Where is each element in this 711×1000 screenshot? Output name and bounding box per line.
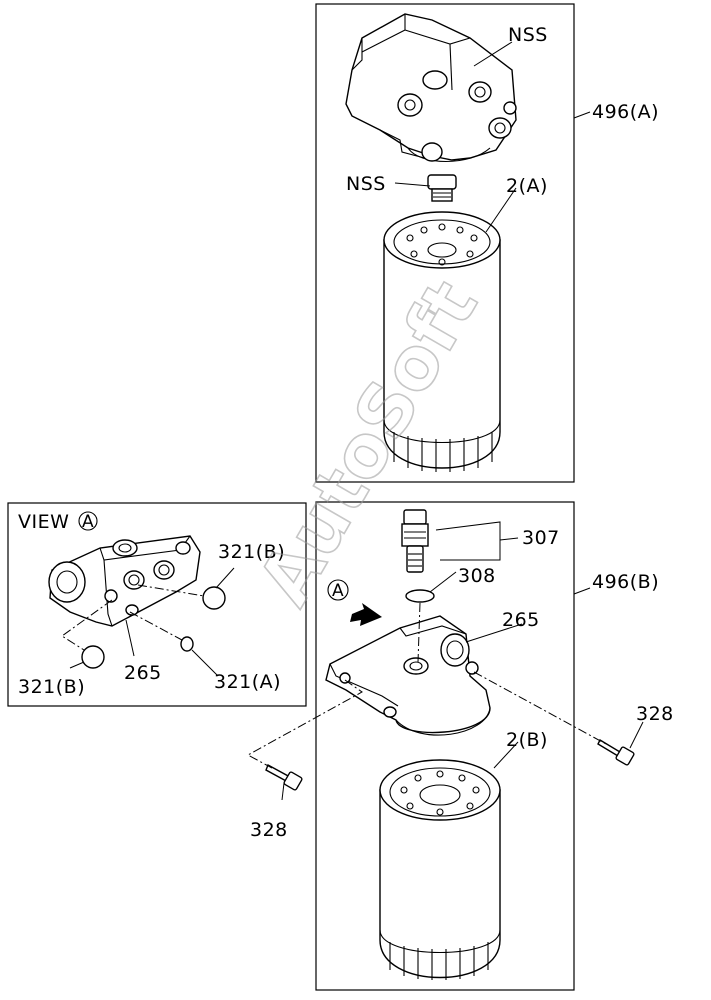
filter-cartridge-a: [383, 211, 501, 472]
label-265-view: 265: [124, 662, 162, 684]
label-bolt-328-left: 328: [250, 819, 288, 841]
oring-321b-view-bottom: [81, 645, 105, 669]
label-view-ref: A: [82, 512, 94, 532]
label-head-265: 265: [502, 609, 540, 631]
label-filter-2a: 2(A): [506, 175, 548, 197]
label-ref-a: A: [332, 581, 344, 601]
leader-lines: [69, 41, 644, 801]
bolt-328-right: [597, 739, 635, 766]
assembly-b-frame: [315, 501, 575, 991]
view-ref-circle: [78, 511, 98, 531]
label-nss-nipple: NSS: [346, 173, 386, 195]
view-a-head: [48, 535, 201, 627]
label-view: VIEW: [18, 511, 69, 533]
assembly-a-frame: [315, 3, 575, 483]
center-lines: [61, 584, 607, 769]
label-oring-308: 308: [458, 565, 496, 587]
label-321a: 321(A): [214, 671, 281, 693]
label-bolt-328-right: 328: [636, 703, 674, 725]
view-direction-arrow-icon: [350, 603, 382, 626]
label-321b-top: 321(B): [218, 541, 285, 563]
label-assembly-496b: 496(B): [592, 571, 659, 593]
label-321b-bottom: 321(B): [18, 676, 85, 698]
nss-nipple: [427, 174, 457, 202]
filter-cartridge-b: [379, 759, 501, 980]
label-filter-2b: 2(B): [506, 729, 548, 751]
view-a-frame: [7, 502, 307, 707]
filter-head-a: [345, 13, 517, 163]
label-nss-head: NSS: [508, 24, 548, 46]
oring-321a-view: [180, 636, 194, 652]
ref-a-circle: [327, 579, 349, 601]
oring-308: [405, 589, 435, 603]
sensor-307: [401, 509, 429, 573]
filter-head-265: [325, 615, 491, 736]
label-sensor-307: 307: [522, 527, 560, 549]
oring-321b-view-top: [202, 586, 226, 610]
bolt-328-left: [265, 764, 303, 791]
label-assembly-496a: 496(A): [592, 101, 659, 123]
